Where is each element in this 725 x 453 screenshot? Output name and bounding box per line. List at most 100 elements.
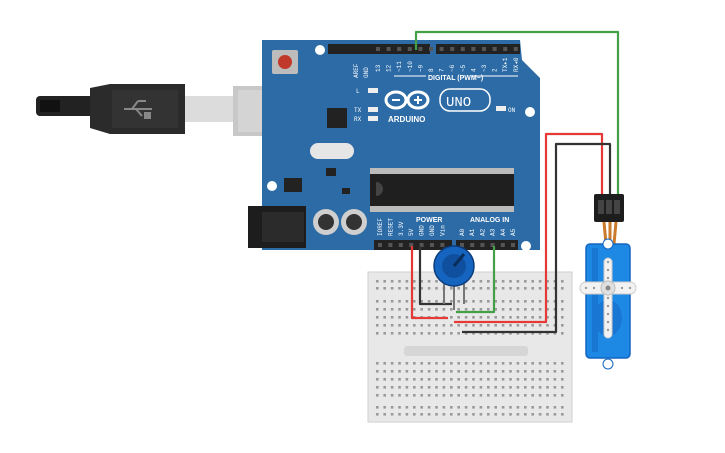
power-pin-label: RESET (387, 218, 394, 236)
servo-horn (579, 257, 637, 339)
power-pin[interactable] (398, 243, 403, 247)
digital-pin[interactable] (439, 47, 444, 51)
power-pin-label: GND (419, 225, 426, 236)
arduino-logo (384, 88, 491, 112)
digital-pin-label: 4 (470, 68, 477, 72)
power-pin[interactable] (378, 243, 382, 247)
mount-hole (315, 45, 325, 55)
wire-green-a0 (456, 246, 496, 314)
power-pin[interactable] (409, 243, 414, 247)
analog-pin-label: A5 (510, 228, 517, 236)
board-model-label: UNO (446, 95, 471, 111)
on-label: ON (508, 107, 516, 114)
wire-black-servo (462, 142, 612, 334)
digital-header-label: DIGITAL (PWM~) (428, 75, 483, 82)
digital-pin-label: ~11 (396, 61, 403, 72)
atmega-chip (370, 168, 514, 212)
reset-button[interactable] (272, 50, 298, 74)
analog-pin[interactable] (500, 243, 505, 247)
arduino-uno[interactable]: ARDUINO UNO ON L TX RX DIGITAL (PWM~) PO… (248, 40, 540, 251)
power-pin-label: Vin (439, 225, 446, 236)
digital-pin[interactable] (386, 47, 391, 51)
digital-pin-label: 7 (439, 68, 446, 72)
voltage-regulator (284, 178, 302, 192)
digital-pin[interactable] (471, 47, 476, 51)
crystal-oscillator (310, 143, 354, 159)
breadboard[interactable] (367, 271, 573, 423)
smd-chip (326, 168, 336, 176)
analog-pin-label: A1 (469, 228, 476, 236)
digital-pin[interactable] (397, 47, 402, 51)
digital-pin[interactable] (376, 47, 380, 51)
wire-red-5v (410, 246, 448, 320)
digital-pin[interactable] (513, 47, 518, 51)
digital-header (328, 44, 520, 54)
power-pin-label: 5V (408, 228, 415, 236)
digital-pin-label: ~9 (417, 64, 424, 72)
power-pin-label: 3.3V (398, 221, 405, 236)
arduino-brand-label: ARDUINO (388, 115, 425, 124)
digital-pin-label: ~10 (407, 61, 414, 72)
analog-header-label: ANALOG IN (470, 217, 509, 224)
digital-pin[interactable] (460, 47, 465, 51)
led-tx (368, 107, 378, 112)
digital-pin[interactable] (407, 47, 412, 51)
power-header-label: POWER (416, 217, 442, 224)
smd-chip (342, 188, 350, 194)
digital-pin-label: TX▸1 (502, 57, 509, 72)
potentiometer[interactable] (433, 245, 475, 310)
led-rx (368, 116, 378, 121)
rx-label: RX (354, 116, 362, 123)
digital-pin[interactable] (418, 47, 423, 51)
analog-pin[interactable] (460, 243, 464, 247)
usb-icon (124, 100, 152, 119)
l-label: L (356, 88, 360, 95)
pot-knob-indicator (452, 253, 466, 267)
power-pin[interactable] (430, 243, 434, 247)
digital-pin[interactable] (503, 47, 508, 51)
led-l (368, 88, 378, 93)
digital-pin[interactable] (429, 47, 433, 51)
digital-pin[interactable] (450, 47, 455, 51)
power-pin[interactable] (440, 243, 445, 247)
analog-pin-label: A3 (490, 228, 497, 236)
analog-pin-label: A0 (459, 228, 466, 236)
capacitor (313, 209, 339, 235)
power-pin-label: IOREF (377, 218, 384, 236)
power-pin[interactable] (419, 243, 424, 247)
digital-pin-label: ~5 (460, 64, 467, 72)
analog-pin[interactable] (470, 243, 475, 247)
digital-pin-label: 13 (375, 64, 382, 72)
analog-pin[interactable] (480, 243, 485, 247)
aref-label: AREF (353, 63, 360, 78)
tx-label: TX (354, 107, 362, 114)
mount-hole (267, 181, 277, 191)
servo-motor[interactable] (579, 194, 637, 370)
led-on (496, 106, 506, 111)
analog-pin-label: A2 (479, 228, 486, 236)
digital-pin-label: 2 (492, 68, 499, 72)
power-jack (248, 206, 306, 248)
digital-pin-label: ~6 (449, 64, 456, 72)
breadboard-holes (376, 280, 564, 416)
power-pin-label: GND (429, 225, 436, 236)
wires (410, 30, 620, 334)
analog-pin[interactable] (511, 243, 515, 247)
capacitor (341, 209, 367, 235)
wire-red-servo (454, 132, 604, 324)
mount-hole (525, 107, 535, 117)
digital-pin[interactable] (492, 47, 497, 51)
digital-pin[interactable] (482, 47, 486, 51)
digital-pin-label: ~3 (481, 64, 488, 72)
digital-pin-label: 8 (428, 68, 435, 72)
digital-pin-label: 12 (386, 64, 393, 72)
gnd-label: GND (363, 67, 370, 78)
wire-black-gnd (418, 246, 452, 306)
mount-hole (521, 241, 531, 251)
analog-pin[interactable] (490, 243, 495, 247)
wire-green-signal (414, 30, 620, 196)
digital-pin-label: RX◂0 (513, 57, 520, 72)
power-pin[interactable] (388, 243, 393, 247)
breadboard-channel (404, 346, 528, 356)
